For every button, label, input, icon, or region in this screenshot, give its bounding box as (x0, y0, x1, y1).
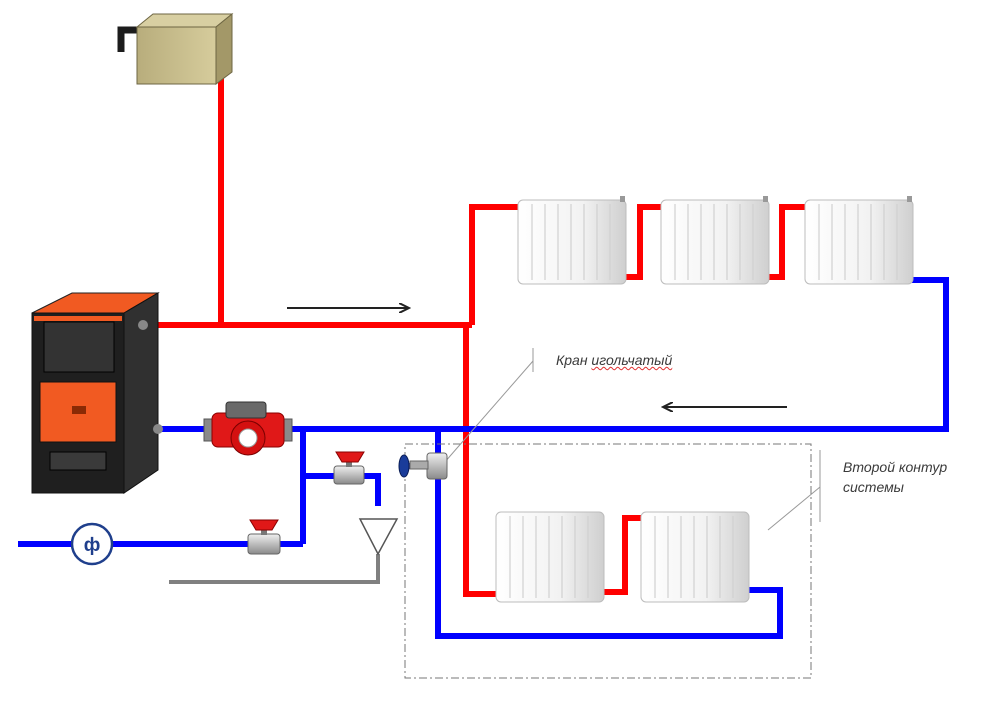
expansion-tank-front (136, 26, 217, 85)
needle-valve-stem (409, 460, 429, 470)
radiator-link-1 (625, 204, 662, 280)
boiler-side (123, 292, 159, 494)
second-circuit-label: Второй контур системы (843, 457, 947, 497)
circulation-pump (203, 401, 293, 456)
boiler (31, 292, 163, 494)
supply-riser-upper (469, 204, 522, 325)
pump-motor (225, 401, 267, 419)
expansion-tank-outlet (117, 26, 137, 52)
boiler-supply-fitting (138, 320, 148, 330)
radiator-link-2 (769, 204, 806, 280)
ball-valve-feed-handle (249, 519, 279, 531)
boiler-logo (72, 406, 86, 414)
needle-valve-leader (443, 360, 534, 464)
radiator-top-2 (660, 196, 770, 285)
needle-valve-body (426, 452, 448, 480)
return-pipes (18, 277, 949, 639)
second-circuit-leader (767, 486, 821, 531)
drain-pipe (169, 554, 380, 584)
air-vent (907, 196, 912, 202)
ball-valve-drain-handle (335, 451, 365, 463)
ball-valve-feed (247, 519, 281, 555)
second-circuit-return (435, 429, 783, 639)
air-vent (620, 196, 625, 202)
air-vent (763, 196, 768, 202)
ball-valve-feed-body (247, 533, 281, 555)
water-meter-symbol: ф (84, 535, 101, 556)
supply-riser-lower (463, 325, 500, 597)
second-circuit-label-line1: Второй контур (843, 459, 948, 475)
radiator-top-3 (804, 196, 914, 285)
needle-valve (398, 452, 448, 480)
pump-label-disc (238, 428, 258, 448)
return-main-pipe (160, 277, 949, 432)
expansion-tank-side (215, 12, 233, 85)
radiator-bottom-1 (495, 511, 605, 603)
ball-valve-drain (333, 451, 365, 485)
water-meter: ф (70, 522, 114, 566)
needle-valve-label-word2: игольчатый (591, 352, 673, 368)
needle-valve-label-word1: Кран (556, 352, 588, 368)
supply-pipes (155, 72, 806, 597)
radiator-link-3 (603, 515, 643, 595)
needle-valve-label: Кран игольчатый (556, 350, 672, 370)
drain-funnel (358, 518, 399, 556)
radiator-top-1 (517, 196, 627, 285)
boiler-top-band (34, 316, 122, 321)
drain-branch (303, 473, 381, 506)
ball-valve-drain-body (333, 465, 365, 485)
expansion-tank (117, 12, 234, 85)
boiler-ash-door (49, 451, 107, 471)
boiler-top-door (43, 321, 115, 373)
second-circuit-frame (404, 443, 812, 679)
water-meter-circle (70, 522, 114, 566)
boiler-return-fitting (153, 424, 163, 434)
leader-lines (443, 348, 821, 531)
radiator-bottom-2 (640, 511, 750, 603)
needle-valve-handwheel (398, 454, 410, 478)
second-circuit-label-line2: системы (843, 479, 904, 495)
